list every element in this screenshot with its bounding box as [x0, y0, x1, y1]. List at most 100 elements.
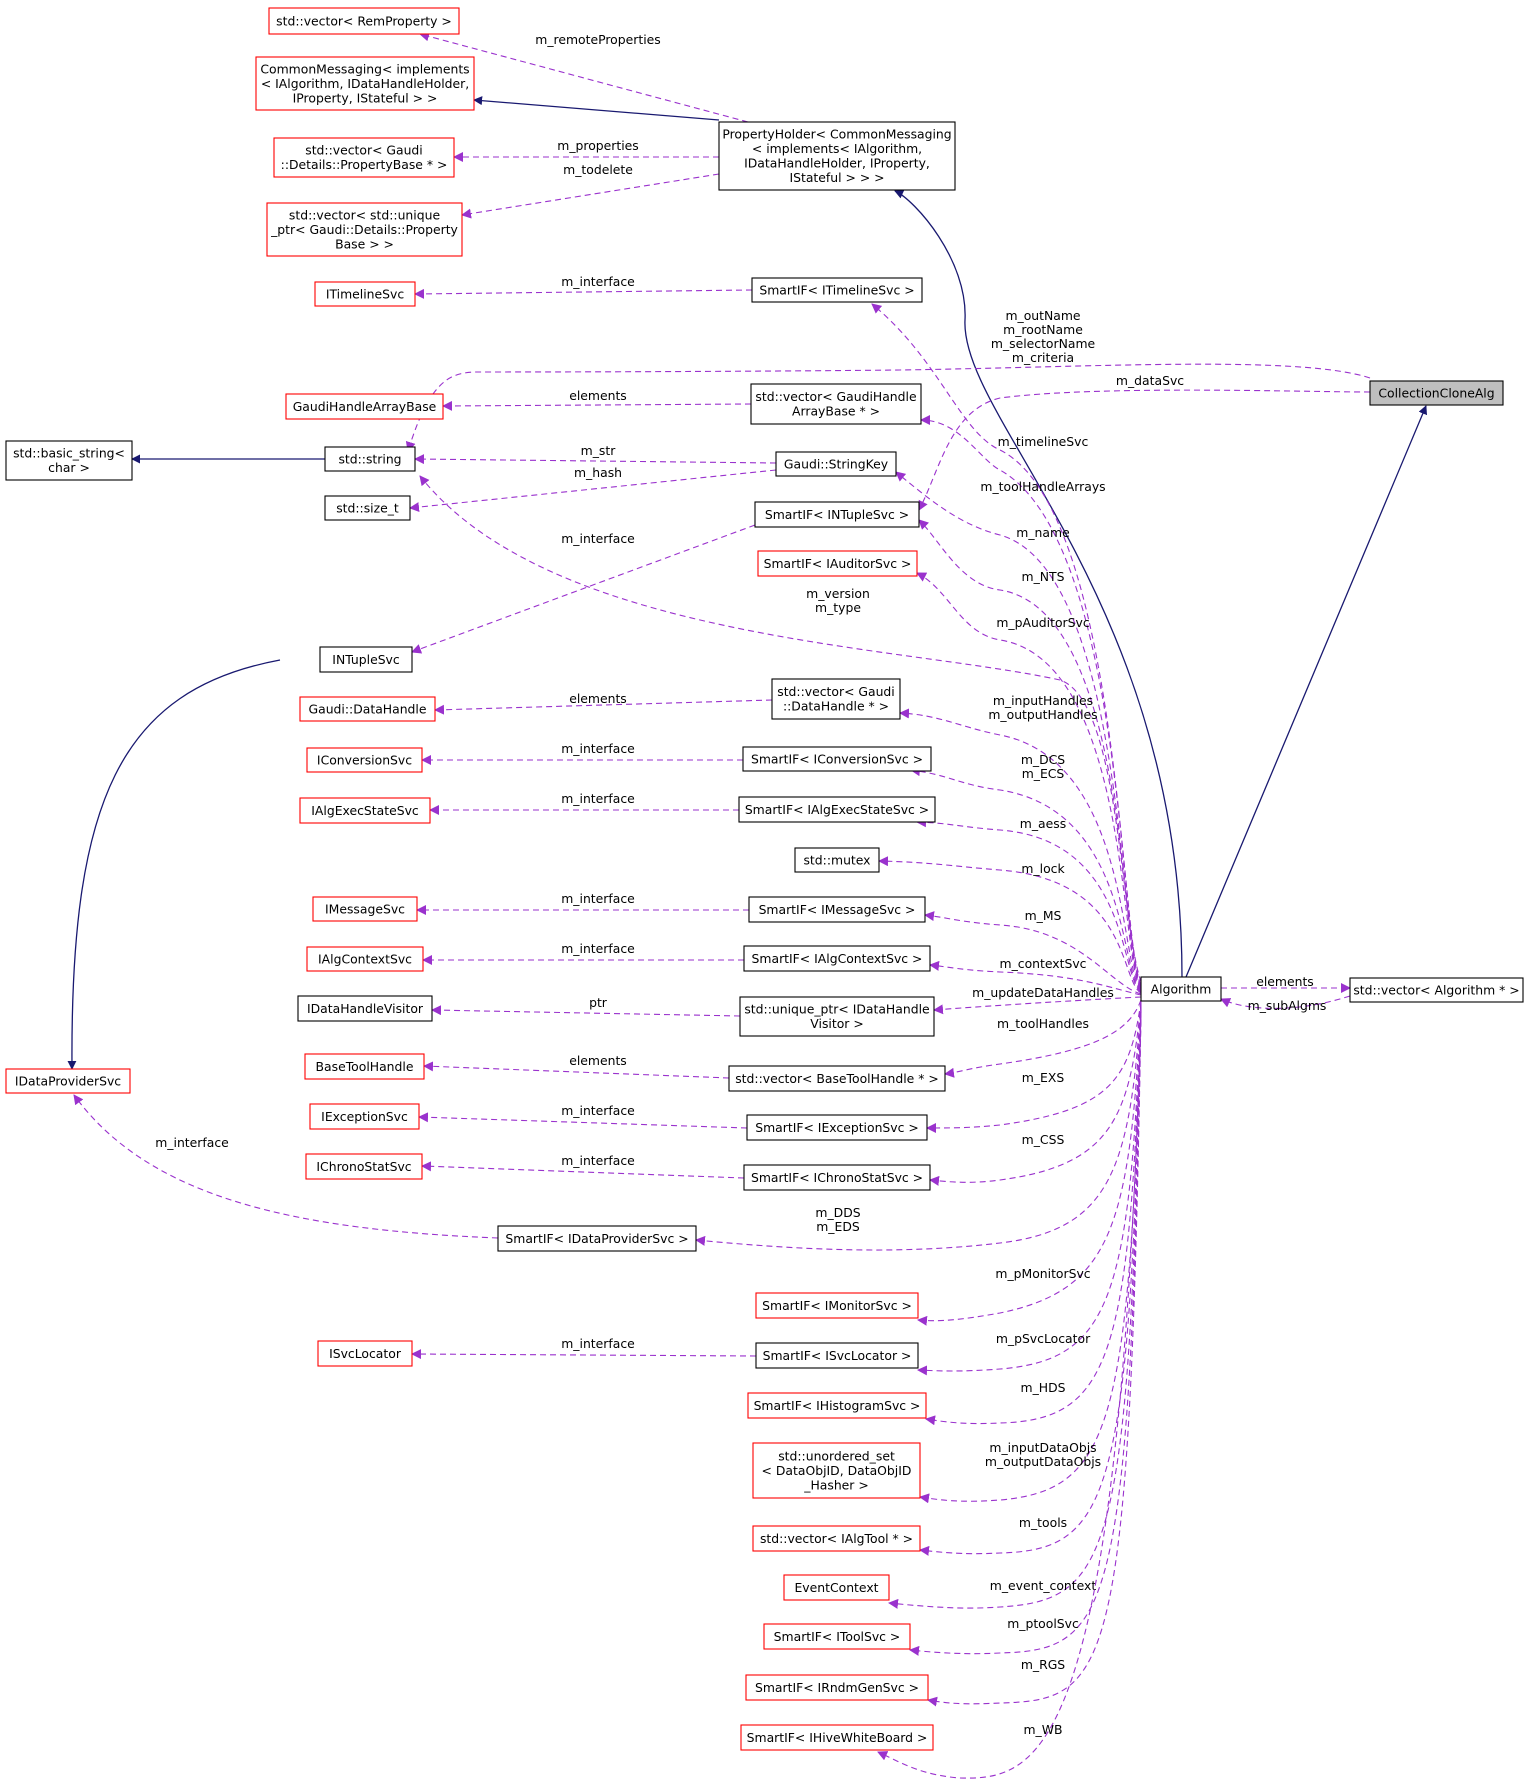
node-itimeline[interactable]: ITimelineSvc	[314, 281, 416, 307]
node-label: std::vector< IAlgTool * >	[760, 1531, 913, 1546]
node-sp_ntuple[interactable]: SmartIF< INTupleSvc >	[754, 501, 920, 528]
node-sp_chrono[interactable]: SmartIF< IChronoStatSvc >	[743, 1164, 931, 1191]
usage-arrow	[695, 1002, 1142, 1251]
node-iexc[interactable]: IExceptionSvc	[309, 1103, 420, 1130]
node-algorithm[interactable]: Algorithm	[1140, 976, 1222, 1002]
node-stringkey[interactable]: Gaudi::StringKey	[775, 451, 897, 477]
node-propholder[interactable]: PropertyHolder< CommonMessaging< impleme…	[718, 121, 956, 191]
node-commsg[interactable]: CommonMessaging< implements< IAlgorithm,…	[255, 56, 475, 111]
edge-label: m_timelineSvc	[998, 434, 1089, 449]
node-vec_gha[interactable]: std::vector< GaudiHandleArrayBase * >	[750, 383, 922, 425]
node-sp_svcloc[interactable]: SmartIF< ISvcLocator >	[755, 1342, 919, 1369]
node-iaes[interactable]: IAlgExecStateSvc	[299, 797, 431, 824]
edge-vec_gha-to-algorithm: m_toolHandleArrays	[920, 415, 1142, 987]
edge-label: m_HDS	[1021, 1380, 1066, 1395]
edge-algorithm-to-collclone	[1185, 405, 1428, 978]
node-box	[752, 1525, 921, 1552]
edge-label: m_interface	[561, 531, 635, 546]
node-sp_rndm[interactable]: SmartIF< IRndmGenSvc >	[745, 1674, 929, 1701]
node-uptr_dhv[interactable]: std::unique_ptr< IDataHandleVisitor >	[739, 996, 935, 1037]
edge-remprop-to-propholder: m_remoteProperties	[419, 31, 749, 123]
node-box	[285, 393, 444, 420]
edge-sp_chrono-to-algorithm: m_CSS	[929, 1001, 1142, 1186]
node-sp_monitor[interactable]: SmartIF< IMonitorSvc >	[755, 1292, 919, 1319]
node-vec_bth[interactable]: std::vector< BaseToolHandle * >	[728, 1065, 946, 1092]
node-unordset[interactable]: std::unordered_set< DataObjID, DataObjID…	[752, 1442, 921, 1499]
node-label: EventContext	[794, 1580, 878, 1595]
node-box	[319, 646, 413, 673]
node-label: CommonMessaging< implements	[260, 61, 469, 76]
node-basicstr[interactable]: std::basic_string<char >	[5, 440, 133, 481]
edge-label: elements	[569, 388, 627, 403]
node-idhv[interactable]: IDataHandleVisitor	[297, 995, 433, 1022]
node-label: PropertyHolder< CommonMessaging	[722, 127, 951, 142]
node-sp_hist[interactable]: SmartIF< IHistogramSvc >	[747, 1392, 927, 1419]
edge-label: m_type	[815, 600, 861, 615]
node-box	[314, 281, 416, 307]
node-box	[5, 1068, 131, 1094]
node-sp_actx[interactable]: SmartIF< IAlgContextSvc >	[743, 945, 931, 972]
node-sp_auditor[interactable]: SmartIF< IAuditorSvc >	[757, 550, 918, 577]
node-vec_dh[interactable]: std::vector< Gaudi::DataHandle * >	[771, 678, 901, 720]
node-box	[305, 1153, 423, 1180]
edge-label: m_subAlgms	[1248, 998, 1327, 1013]
node-label: SmartIF< IToolSvc >	[774, 1629, 901, 1644]
node-vecunique[interactable]: std::vector< std::unique_ptr< Gaudi::Det…	[266, 202, 463, 257]
node-sp_hive[interactable]: SmartIF< IHiveWhiteBoard >	[740, 1724, 934, 1751]
node-label: IStateful > > >	[789, 170, 884, 185]
node-box	[1349, 977, 1524, 1003]
node-box	[297, 995, 433, 1022]
usage-arrow	[419, 31, 749, 123]
node-box	[794, 847, 880, 873]
node-label: < implements< IAlgorithm,	[752, 141, 922, 156]
node-remprop[interactable]: std::vector< RemProperty >	[268, 7, 460, 35]
node-collclone[interactable]: CollectionCloneAlg	[1369, 380, 1504, 406]
node-mutex[interactable]: std::mutex	[794, 847, 880, 873]
node-imsg[interactable]: IMessageSvc	[312, 896, 418, 922]
node-bth[interactable]: BaseToolHandle	[304, 1053, 425, 1080]
node-intuple[interactable]: INTupleSvc	[319, 646, 413, 673]
node-sp_timeline[interactable]: SmartIF< ITimelineSvc >	[751, 277, 923, 303]
edge-mutex-to-algorithm: m_lock	[878, 856, 1142, 994]
node-idps[interactable]: IDataProviderSvc	[5, 1068, 131, 1094]
node-label: SmartIF< IMessageSvc >	[759, 902, 916, 917]
node-sp_conv[interactable]: SmartIF< IConversionSvc >	[742, 746, 932, 772]
node-sp_exc[interactable]: SmartIF< IExceptionSvc >	[746, 1114, 928, 1141]
usage-arrow	[918, 519, 1142, 989]
node-stdstring[interactable]: std::string	[324, 446, 416, 472]
node-sp_toolsvc[interactable]: SmartIF< IToolSvc >	[763, 1623, 911, 1650]
edge-stringkey-to-algorithm: m_name	[895, 471, 1142, 988]
edge-label: m_pMonitorSvc	[995, 1266, 1090, 1281]
node-vecpropbase[interactable]: std::vector< Gaudi::Details::PropertyBas…	[273, 137, 455, 178]
node-iactx[interactable]: IAlgContextSvc	[306, 946, 424, 972]
node-label: < IAlgorithm, IDataHandleHolder,	[261, 76, 469, 91]
node-sizet[interactable]: std::size_t	[324, 495, 411, 521]
edge-label: m_todelete	[563, 162, 633, 177]
edge-vec_bth-to-algorithm: m_toolHandles	[944, 999, 1142, 1078]
edge-label: m_pAuditorSvc	[996, 615, 1089, 630]
node-box	[1140, 976, 1222, 1002]
node-ghab[interactable]: GaudiHandleArrayBase	[285, 393, 444, 420]
node-sp_dps[interactable]: SmartIF< IDataProviderSvc >	[497, 1225, 697, 1252]
node-sp_aes[interactable]: SmartIF< IAlgExecStateSvc >	[738, 796, 936, 823]
node-evctx[interactable]: EventContext	[783, 1574, 890, 1601]
node-vec_alg[interactable]: std::vector< Algorithm * >	[1349, 977, 1524, 1003]
edge-sp_svcloc-to-algorithm: m_pSvcLocator	[917, 1004, 1142, 1376]
node-box	[728, 1065, 946, 1092]
node-isvcloc[interactable]: ISvcLocator	[317, 1340, 413, 1367]
edge-label: m_selectorName	[991, 336, 1095, 351]
node-box	[306, 946, 424, 972]
edge-idps-to-sp_dps: m_interface	[73, 1094, 499, 1239]
node-ichrono[interactable]: IChronoStatSvc	[305, 1153, 423, 1180]
node-vec_tool[interactable]: std::vector< IAlgTool * >	[752, 1525, 921, 1552]
node-sp_msg[interactable]: SmartIF< IMessageSvc >	[748, 896, 926, 923]
node-label: std::unique_ptr< IDataHandle	[744, 1002, 929, 1017]
edge-label: m_interface	[561, 941, 635, 956]
edge-label: m_version	[806, 586, 870, 601]
edge-imsg-to-sp_msg: m_interface	[416, 891, 749, 915]
node-iconv[interactable]: IConversionSvc	[306, 747, 423, 773]
node-datahandle[interactable]: Gaudi::DataHandle	[299, 696, 436, 722]
edge-uptr_dhv-to-algorithm: m_updateDataHandles	[933, 985, 1142, 1015]
node-label: Base > >	[335, 236, 394, 251]
